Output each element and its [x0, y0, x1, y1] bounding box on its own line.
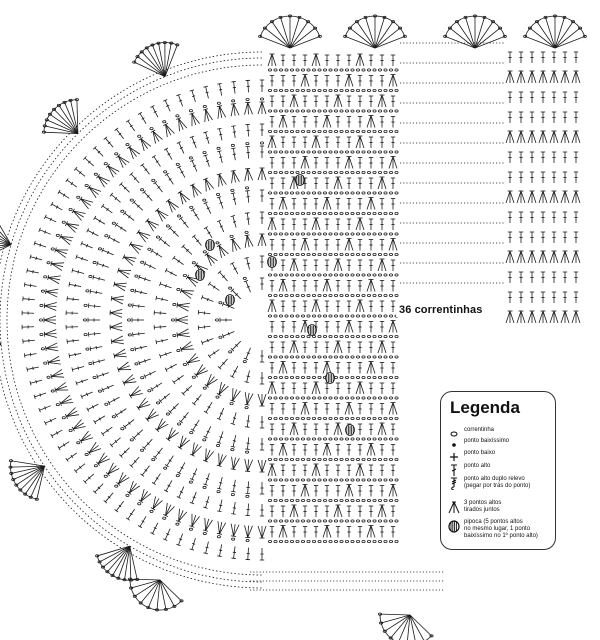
legend-label: pipoca (5 pontos altos no mesmo lugar, 1…	[464, 519, 538, 539]
popcorn-stitch-icon	[448, 520, 460, 533]
legend-title: Legenda	[450, 398, 520, 417]
legend-label: ponto baixíssimo	[464, 438, 510, 444]
legend-item: 3 pontos altos tirados juntos	[441, 500, 555, 514]
double-crochet-icon	[451, 464, 457, 476]
legend-item: ponto baixíssimo	[441, 438, 555, 452]
legend-item: correntinha	[441, 427, 555, 441]
legend-label: 3 pontos altos tirados juntos	[464, 500, 502, 513]
legend-label: correntinha	[464, 427, 495, 433]
dc3tog-icon	[448, 501, 460, 514]
legend-label: ponto alto	[464, 463, 491, 469]
legend-label: ponto alto duplo relevo (pegar por trás …	[464, 476, 531, 489]
single-crochet-icon	[450, 453, 458, 461]
chain-stitch-icon	[450, 431, 458, 437]
legend-label: ponto baixo	[464, 450, 496, 456]
legend-box: Legenda correntinha ponto baixíssimo pon…	[440, 391, 556, 550]
slip-stitch-icon	[452, 443, 456, 447]
legend-item: ponto alto	[441, 463, 555, 477]
chain-count-note: 36 correntinhas	[396, 303, 486, 317]
legend-item: ponto alto duplo relevo (pegar por trás …	[441, 476, 555, 490]
back-post-double-crochet-icon	[451, 477, 457, 490]
legend-item: ponto baixo	[441, 450, 555, 464]
legend-item: pipoca (5 pontos altos no mesmo lugar, 1…	[441, 519, 555, 539]
